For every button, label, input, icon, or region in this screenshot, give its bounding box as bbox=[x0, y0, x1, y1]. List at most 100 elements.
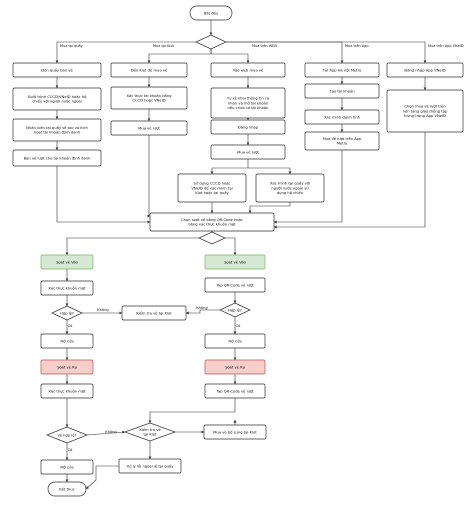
node-b3-4: Mua vé lượt bbox=[210, 144, 286, 160]
node-text: Xử lý lỗi ngoại lệ tại quầy bbox=[127, 463, 175, 468]
node-text: Mua vé lượt bbox=[237, 150, 259, 154]
node-l-gate-out: Soát vé Ra bbox=[40, 359, 94, 375]
node-text: Bắt đầu bbox=[204, 10, 218, 15]
branch-label-vneid: Mua trên App VNeID bbox=[428, 44, 464, 48]
node-b2-1: Đến Kiot để mua vé bbox=[110, 62, 188, 78]
edge bbox=[210, 159, 249, 175]
node-b4-3: Xác minh danh tính bbox=[304, 109, 380, 125]
node-text: Xác thực khuôn mặt bbox=[48, 389, 86, 393]
edge bbox=[147, 135, 151, 218]
node-r-gate-out: Soát vé Ra bbox=[204, 359, 266, 375]
node-r-valid: Hợp lệ? bbox=[219, 302, 251, 318]
node-start: Bắt đầu bbox=[189, 5, 233, 21]
node-text: Đến Kiot để mua vé bbox=[131, 67, 168, 72]
node-l-valid: Hợp lệ? bbox=[51, 305, 83, 321]
node-text: trung trong App VNeID bbox=[404, 114, 446, 118]
edge-label-no: Không bbox=[97, 308, 108, 312]
node-text: Xác thực tài khoản bằng bbox=[127, 93, 172, 98]
node-text: Mua vé bổ sung tại Kiot bbox=[213, 429, 257, 434]
node-text: Tải App Hà nội Metro bbox=[322, 68, 362, 72]
edge bbox=[85, 465, 119, 490]
node-text: Vào web mua vé bbox=[233, 68, 264, 72]
edge bbox=[226, 41, 427, 64]
branch-label-kiot: Mua tại Kiot bbox=[153, 44, 175, 48]
node-text: Xác thực khuôn mặt bbox=[48, 286, 86, 290]
edge bbox=[273, 150, 343, 224]
node-text: Mở cửa bbox=[60, 465, 73, 469]
node-text: Đăng nhập bbox=[238, 125, 259, 129]
edge bbox=[56, 166, 151, 224]
node-text: Đến quầy bán vé bbox=[41, 68, 73, 72]
edge bbox=[55, 41, 196, 64]
edge bbox=[147, 49, 212, 64]
node-end: Kết thúc bbox=[47, 481, 87, 497]
node-text: Xuất trình CCCD/VNeID hoặc hộ bbox=[28, 95, 87, 99]
node-text: Xác minh danh tính bbox=[324, 115, 361, 119]
node-text: Tap QR-Code vé lượt bbox=[215, 389, 254, 393]
node-l-gate-in: Soát vé Vào bbox=[40, 254, 94, 270]
node-text: Soát vé Ra bbox=[57, 365, 77, 369]
node-r-extra: Mua vé bổ sung tại Kiot bbox=[203, 424, 267, 440]
node-text: chiếu với người nước ngoài bbox=[32, 100, 82, 104]
node-text: CCCD hoặc VNeID bbox=[132, 99, 165, 103]
node-text: Mở cửa bbox=[60, 339, 73, 343]
branch-label-counter: Mua tại quầy bbox=[60, 44, 83, 48]
node-b1-4: Bán vé lượt cho tài khoản định danh bbox=[12, 149, 102, 167]
node-text: Bán vé lượt cho tài khoản định danh bbox=[24, 156, 91, 160]
node-text: Kết thúc bbox=[59, 487, 74, 491]
edge bbox=[65, 237, 199, 256]
node-text: Hợp lệ? bbox=[60, 311, 74, 315]
edge-label-no: Không bbox=[105, 430, 116, 434]
node-text: Soát vé Vào bbox=[56, 260, 79, 264]
edge-label-yes: Có bbox=[68, 324, 73, 328]
node-r-gate-in: Soát vé Vào bbox=[204, 254, 266, 270]
node-text: dụng hộ chiếu bbox=[277, 191, 303, 195]
node-d-top bbox=[195, 34, 227, 50]
node-text: nền tảng giao thông tập bbox=[403, 109, 448, 113]
node-text: Soát vé Ra bbox=[225, 365, 245, 369]
node-b4-2: Tạo tài khoản bbox=[304, 83, 380, 99]
node-l-valid2: Vé hợp lệ? bbox=[46, 426, 88, 444]
node-r-qr2: Tap QR-Code vé lượt bbox=[204, 383, 266, 399]
node-text: Hợp lệ? bbox=[228, 308, 242, 312]
node-text: người nước ngoài sử bbox=[271, 186, 309, 190]
node-r-exception: Xử lý lỗi ngoại lệ tại quầy bbox=[118, 458, 182, 474]
node-l-open: Mở cửa bbox=[40, 333, 94, 349]
node-text: nhân và mở tài khoản bbox=[228, 101, 269, 105]
node-text: bằng xác thực khuôn mặt bbox=[188, 222, 236, 227]
node-text: tại Kiot bbox=[143, 433, 157, 437]
node-text: Vé hợp lệ? bbox=[57, 433, 76, 437]
node-text: Metro bbox=[337, 142, 348, 146]
node-text: Mua Vé lượt trên App bbox=[323, 137, 362, 141]
node-b4-1: Tải App Hà nội Metro bbox=[304, 62, 380, 78]
node-l-face2: Xác thực khuôn mặt bbox=[40, 383, 94, 399]
node-text: Đăng nhập App VNeID bbox=[404, 68, 445, 72]
node-text: VNeID để xác minh tại bbox=[191, 185, 232, 190]
node-text: Chọn mua vé lượt trên bbox=[404, 105, 446, 109]
node-text: Kiểm tra vé bbox=[139, 427, 161, 432]
node-b5-1: Đăng nhập App VNeID bbox=[386, 62, 464, 78]
edge-label-yes: Có bbox=[236, 324, 241, 328]
node-text: Soát vé Vào bbox=[224, 260, 247, 264]
node-text: Kiểm tra vé tại Kiot bbox=[136, 310, 172, 315]
node-r-open: Mở cửa bbox=[204, 333, 266, 349]
edge bbox=[273, 132, 426, 229]
edge bbox=[248, 202, 291, 214]
edge bbox=[148, 398, 236, 424]
branch-label-app: Mua trên App bbox=[345, 44, 369, 48]
edge-label-no: Không bbox=[196, 306, 207, 310]
node-text: hoạt tài khoản định danh bbox=[34, 131, 81, 135]
node-b1-1: Đến quầy bán vé bbox=[12, 62, 102, 78]
node-l-open2: Mở cửa bbox=[40, 459, 94, 475]
node-text: Mở cửa bbox=[228, 339, 241, 343]
node-text: Tap QR-Code vé lượt bbox=[215, 283, 254, 287]
node-text: nếu chưa có tài khoản bbox=[228, 106, 270, 110]
